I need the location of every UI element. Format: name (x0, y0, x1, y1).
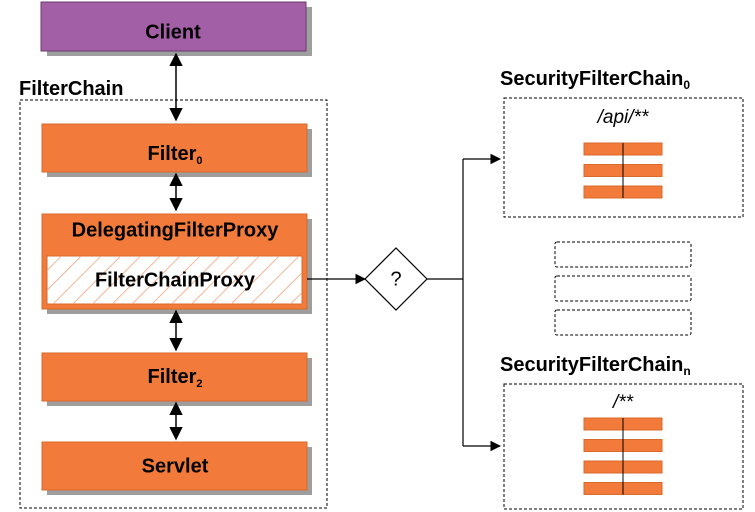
placeholder-chain-1 (554, 275, 692, 302)
client-label: Client (145, 21, 201, 43)
servlet-label: Servlet (142, 455, 209, 477)
security-chain-0-filters (583, 142, 663, 199)
filter-2-label: Filter2 (147, 366, 202, 390)
placeholder-chain-0 (554, 241, 692, 268)
client-box: Client (40, 1, 312, 56)
filter-0-label: Filter0 (147, 143, 202, 167)
security-chain-0-title: SecurityFilterChain0 (500, 68, 690, 92)
placeholder-chains (554, 241, 692, 336)
filter-chain-proxy-label: FilterChainProxy (95, 269, 256, 291)
placeholder-chain-2 (554, 309, 692, 336)
decision-label: ? (390, 268, 401, 290)
filter-chain-proxy-box: FilterChainProxy (46, 255, 303, 305)
security-chain-0-container (503, 97, 744, 218)
delegating-filter-proxy-label: DelegatingFilterProxy (72, 219, 280, 241)
filter-0-box: Filter0 (41, 123, 312, 177)
security-chain-0-pattern: /api/** (596, 107, 649, 128)
decision-diamond: ? (364, 247, 428, 311)
filter-chain-container (19, 99, 328, 509)
security-chain-n-pattern: /** (611, 392, 634, 413)
security-chain-n-filters (583, 417, 663, 495)
security-chain-n-container (503, 383, 744, 510)
delegating-filter-proxy-box: DelegatingFilterProxy FilterChainProxy (41, 213, 312, 314)
security-chain-n-title: SecurityFilterChainn (500, 354, 691, 378)
filter-chain-title: FilterChain (19, 78, 123, 100)
servlet-box: Servlet (41, 441, 312, 495)
filter-2-box: Filter2 (41, 352, 312, 406)
